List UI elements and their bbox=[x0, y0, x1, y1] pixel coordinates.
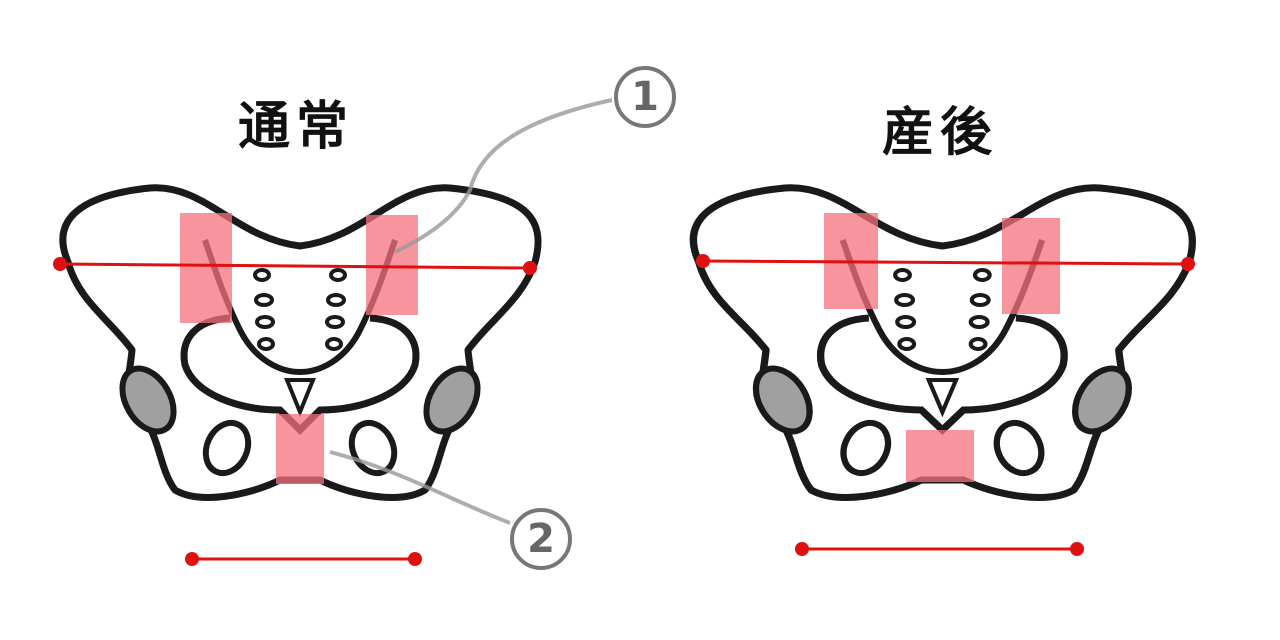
callout-line-2 bbox=[329, 450, 511, 525]
iliac-width-line bbox=[59, 262, 531, 270]
sacroiliac-highlight-left bbox=[180, 213, 232, 323]
iliac-width-line-pp bbox=[702, 259, 1189, 266]
pelvis-normal bbox=[53, 188, 538, 566]
symphysis-highlight bbox=[276, 414, 324, 484]
title-postpartum: 産後 bbox=[882, 103, 999, 163]
sacroiliac-highlight-right-pp bbox=[1002, 218, 1060, 314]
title-normal: 通常 bbox=[238, 97, 355, 157]
symphysis-highlight-pp bbox=[906, 430, 974, 482]
sacroiliac-highlight-right bbox=[366, 215, 418, 315]
callout-line-1 bbox=[394, 98, 613, 254]
callout-marker-1: 1 bbox=[614, 66, 676, 128]
callout-marker-2: 2 bbox=[510, 508, 572, 570]
